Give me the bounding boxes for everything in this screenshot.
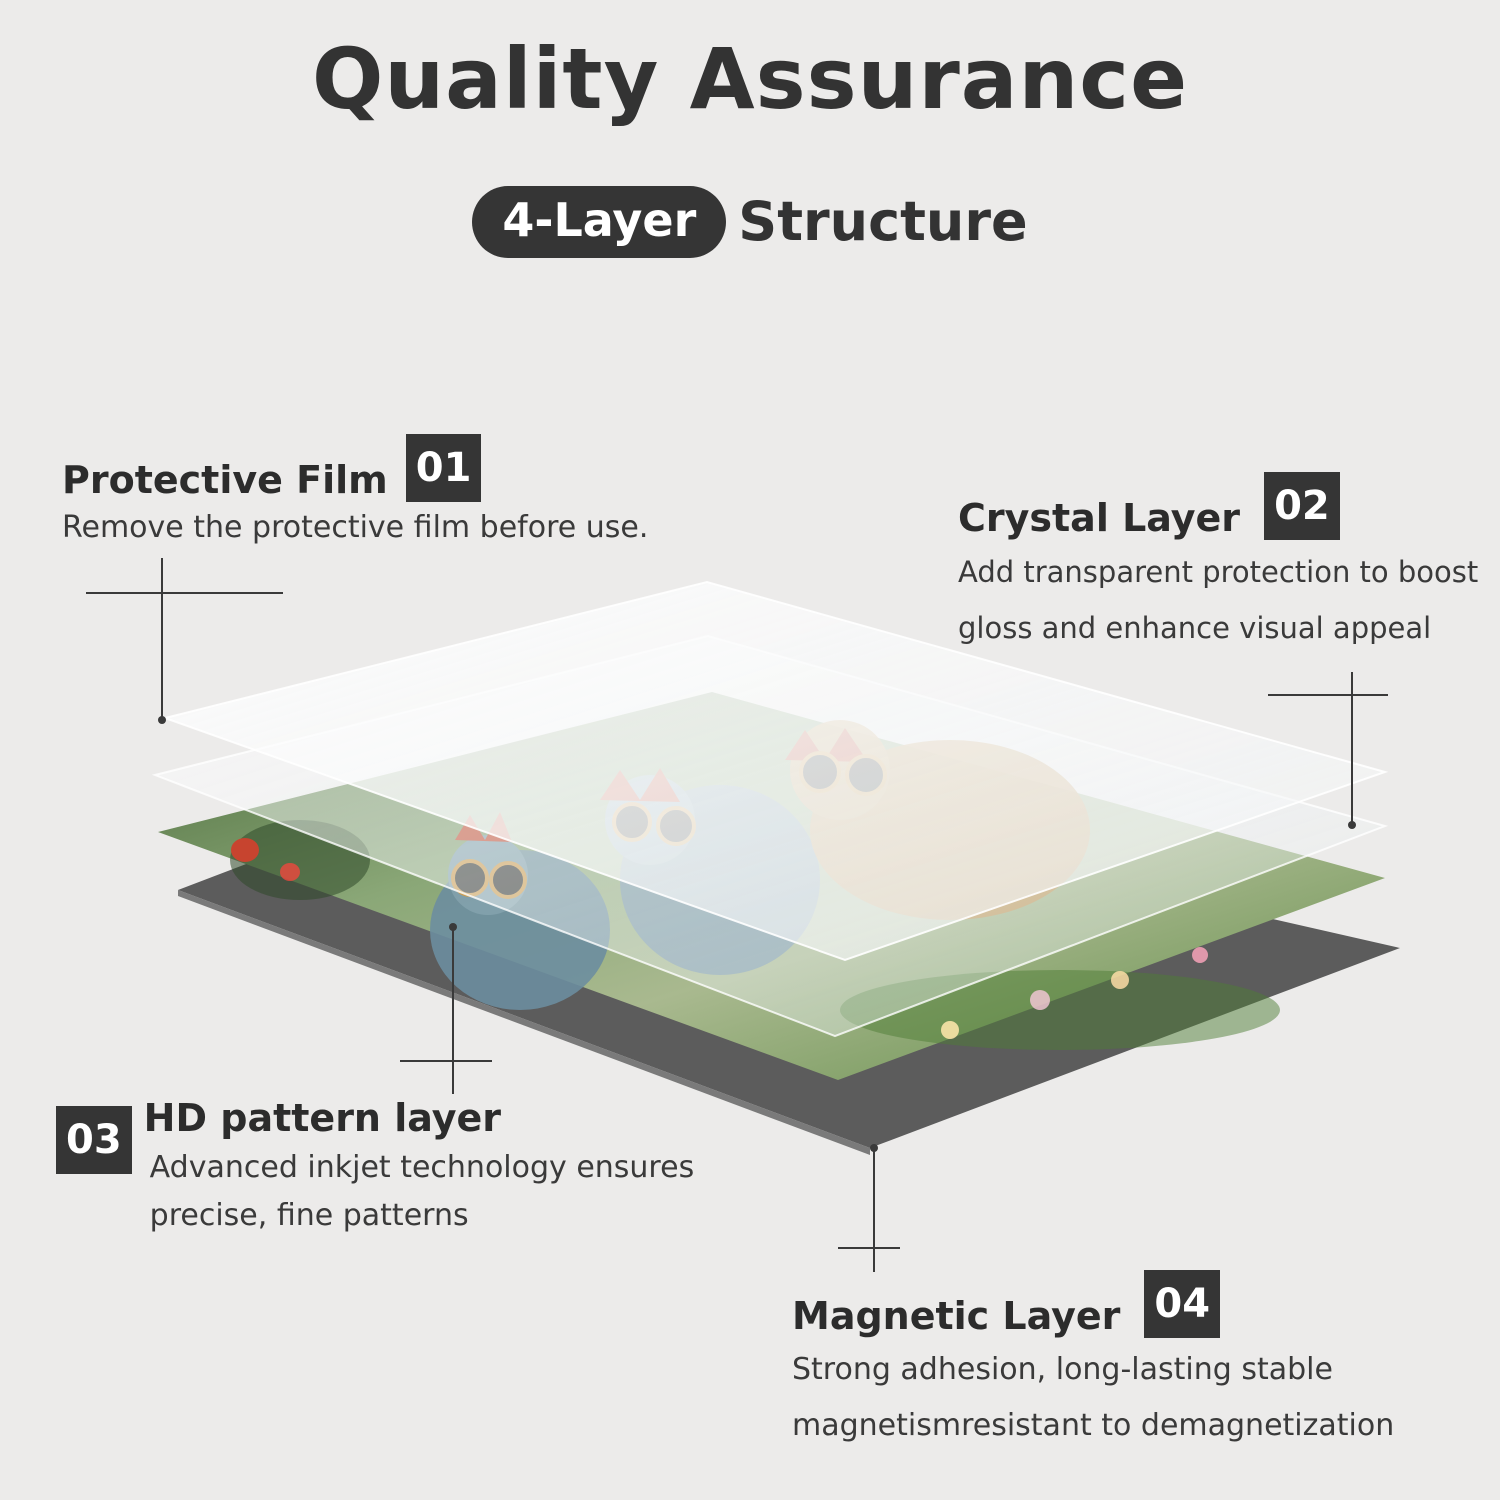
layer-description: Strong adhesion, long-lasting stable mag… xyxy=(792,1352,1395,1443)
layer-count-pill: 4-Layer xyxy=(472,186,727,258)
leader-lines xyxy=(86,558,1388,1272)
layer-description: Remove the protective film before use. xyxy=(62,510,649,545)
layer-number-badge: 01 xyxy=(405,434,482,502)
subtitle: 4-Layer Structure xyxy=(0,186,1500,258)
layer-number-badge: 02 xyxy=(1264,472,1340,540)
hd-pattern-layer-label: 03 HD pattern layer Advanced inkjet tech… xyxy=(56,1094,710,1240)
layer-number-badge: 03 xyxy=(56,1106,132,1174)
layer-name: Protective Film xyxy=(62,458,388,502)
layer-description: Add transparent protection to boost glos… xyxy=(958,555,1479,645)
layer-name: HD pattern layer xyxy=(143,1096,501,1140)
crystal-layer-label: Crystal Layer 02 Add transparent protect… xyxy=(958,472,1498,656)
layer-description: Advanced inkjet technology ensures preci… xyxy=(149,1150,695,1233)
layer-number-badge: 04 xyxy=(1144,1270,1221,1338)
subtitle-text: Structure xyxy=(738,190,1028,253)
layer-name: Crystal Layer xyxy=(958,496,1241,540)
magnetic-layer-label: Magnetic Layer 04 Strong adhesion, long-… xyxy=(792,1270,1432,1454)
protective-film-label: Protective Film 01 Remove the protective… xyxy=(62,434,702,554)
layer-name: Magnetic Layer xyxy=(792,1294,1121,1338)
protective-film-sheet xyxy=(161,580,1389,962)
magnetic-layer-edge xyxy=(178,890,870,1155)
page-title: Quality Assurance xyxy=(311,30,1189,128)
